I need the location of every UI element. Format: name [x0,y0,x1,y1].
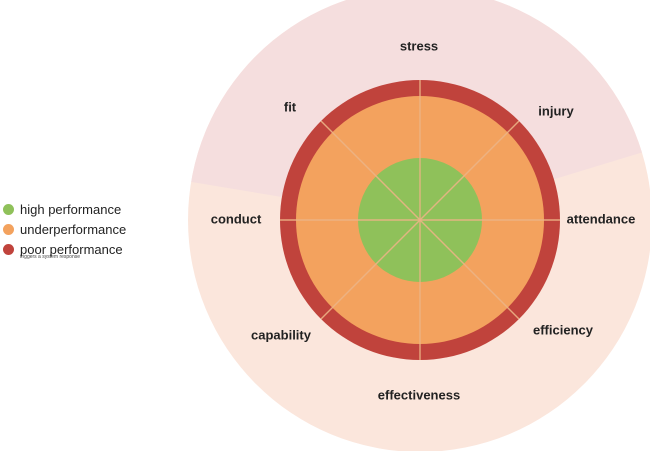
legend-label-high-performance: high performance [20,201,122,217]
legend: high performance underperformance poor p… [3,199,193,260]
legend-item-underperformance: underperformance [3,219,193,239]
legend-label-underperformance: underperformance [20,221,127,237]
segment-label-fit: fit [284,99,297,114]
legend-item-poor-performance: poor performance [3,239,193,259]
legend-label-poor-performance: poor performance [20,241,123,257]
segment-divider-4 [320,120,520,320]
segment-label-efficiency: efficiency [533,322,594,337]
legend-note: triggers a system response [20,254,81,260]
legend-item-high-performance: high performance [3,199,193,219]
high-performance-dot-icon [3,203,14,215]
segment-label-conduct: conduct [211,211,262,226]
poor-performance-dot-icon [3,243,14,255]
underperformance-dot-icon [3,223,14,235]
segment-label-capability: capability [251,327,312,342]
segment-label-injury: injury [538,103,574,118]
segment-label-stress: stress [400,38,438,53]
segment-label-effectiveness: effectiveness [378,387,460,402]
segment-label-attendance: attendance [567,211,636,226]
